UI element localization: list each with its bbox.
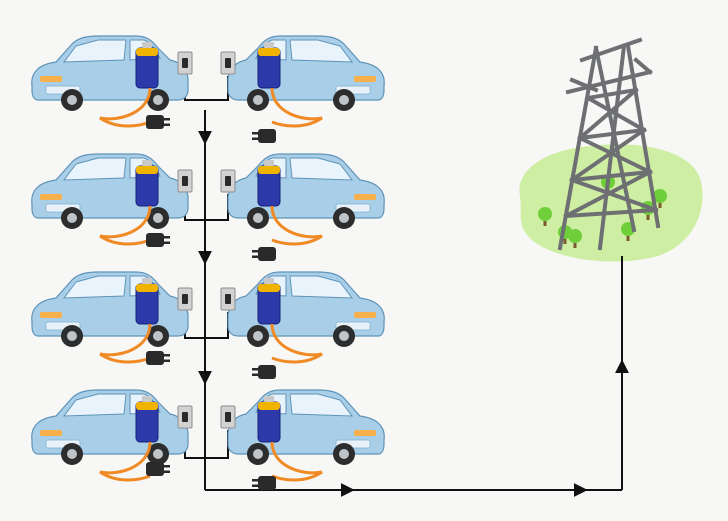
- wall-socket-icon: [177, 287, 193, 311]
- socket-branch: [184, 312, 229, 339]
- plug-icon: [146, 351, 170, 365]
- charging-cable: [270, 87, 323, 128]
- power-grid-tower-group: [519, 37, 703, 262]
- electric-car-icon: [31, 35, 189, 112]
- wall-socket-icon: [177, 51, 193, 75]
- charging-cable: [99, 323, 152, 364]
- plug-icon: [146, 115, 170, 129]
- power-tower-icon: [557, 37, 661, 251]
- wall-socket-icon: [220, 287, 236, 311]
- socket-branch: [184, 194, 229, 221]
- electric-car-icon: [31, 153, 189, 230]
- electric-car-icon: [228, 154, 384, 229]
- plug-icon: [252, 365, 276, 379]
- charging-cable: [270, 205, 323, 246]
- charging-row-2: [31, 153, 385, 261]
- electric-car-icon: [228, 272, 384, 347]
- plug-icon: [146, 233, 170, 247]
- socket-branch: [184, 76, 229, 101]
- plug-icon: [146, 462, 170, 476]
- wall-socket-icon: [220, 51, 236, 75]
- electric-car-icon: [31, 271, 189, 348]
- wall-socket-icon: [177, 169, 193, 193]
- plug-icon: [252, 247, 276, 261]
- electric-car-icon: [228, 390, 384, 465]
- plug-icon: [252, 476, 276, 490]
- socket-branch: [184, 430, 229, 459]
- charging-cable: [99, 205, 152, 246]
- charging-cable: [99, 441, 152, 482]
- electric-car-icon: [31, 389, 189, 466]
- charging-row-1: [31, 35, 385, 143]
- charging-cable: [270, 323, 323, 364]
- charging-cable: [270, 441, 323, 482]
- charging-row-4: [31, 389, 385, 490]
- charging-cable: [99, 87, 152, 128]
- charging-row-3: [31, 271, 385, 379]
- wall-socket-icon: [220, 169, 236, 193]
- wall-socket-icon: [220, 405, 236, 429]
- plug-icon: [252, 129, 276, 143]
- wall-socket-icon: [177, 405, 193, 429]
- electric-car-icon: [228, 36, 384, 111]
